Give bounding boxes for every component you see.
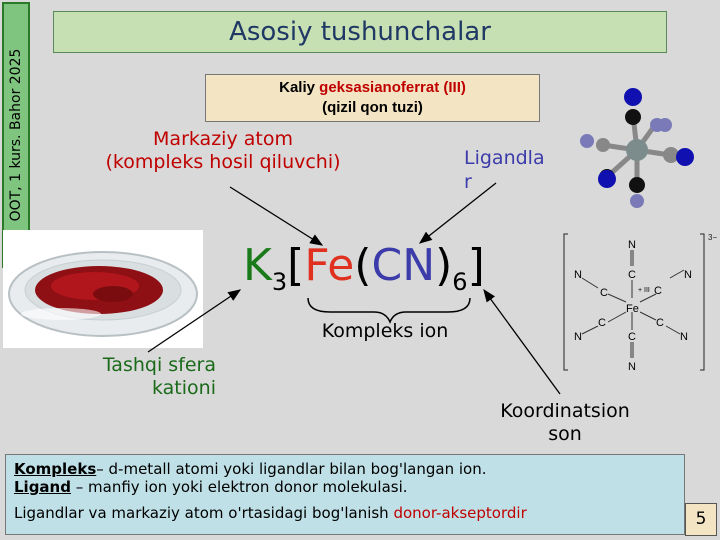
compound-name-box: Kaliy geksasianoferrat (III) (qizil qon … [205, 74, 540, 122]
atom-n-bottom: N [628, 361, 636, 373]
outer-sphere-label-line2: kationi [152, 377, 216, 399]
atom-n-lower-left: N [574, 331, 582, 343]
term-ligand: Ligand [14, 478, 71, 496]
compound-common-name: (qizil qon tuzi) [322, 99, 423, 116]
ligands-label-line1: Ligandla [464, 147, 545, 169]
complex-formula: K3[Fe(CN)6] [243, 238, 485, 310]
outer-sphere-label-line1: Tashqi sfera [102, 354, 216, 376]
ligands-label-line2: r [464, 171, 472, 193]
formula-paren-open: ( [354, 240, 372, 291]
formula-k: K [243, 240, 272, 291]
formula-bracket-open: [ [287, 240, 305, 291]
atom-n-top: N [628, 239, 636, 251]
salt-photo [3, 230, 203, 348]
term-complex: Kompleks [14, 460, 97, 478]
definition-bond-highlight: donor-akseptordir [393, 504, 527, 522]
ligands-label: Ligandla r [464, 146, 564, 194]
page-number: 5 [685, 503, 717, 536]
definition-complex: Kompleks– d-metall atomi yoki ligandlar … [14, 460, 676, 478]
slide-title: Asosiy tushunchalar [53, 11, 667, 53]
compound-name-highlight: geksasianoferrat (III) [319, 79, 466, 96]
atom-c-upper-right: C [654, 285, 662, 297]
formula-bracket-close: ] [467, 240, 485, 291]
definitions-box: Kompleks– d-metall atomi yoki ligandlar … [5, 454, 685, 535]
atom-c-upper-left: C [600, 287, 608, 299]
arrow-central-atom [229, 186, 324, 246]
outer-sphere-label: Tashqi sfera kationi [70, 354, 216, 400]
arrow-outer-sphere [147, 289, 242, 353]
definition-ligand-text: – manfiy ion yoki elektron donor molekul… [70, 478, 408, 496]
charge-label: 3− [708, 233, 717, 242]
atom-fe: Fe [626, 303, 639, 315]
formula-fe: Fe [304, 240, 355, 291]
definition-bond-text: Ligandlar va markaziy atom o'rtasidagi b… [14, 504, 394, 522]
central-atom-label: Markaziy atom (kompleks hosil qiluvchi) [88, 128, 358, 174]
compound-prefix: Kaliy [279, 79, 320, 96]
coordination-label-line2: son [548, 423, 582, 445]
oxidation-label: + III [638, 287, 650, 294]
atom-c-bottom: C [628, 331, 636, 343]
arrow-coordination [483, 288, 561, 395]
coordination-label-line1: Koordinatsion [500, 400, 630, 422]
coordination-number-label: Koordinatsion son [470, 400, 660, 446]
molecule-3d-model [580, 88, 694, 208]
definition-complex-text: – d-metall atomi yoki ligandlar bilan bo… [96, 460, 487, 478]
formula-paren-close: ) [435, 240, 453, 291]
formula-cn-subscript: 6 [452, 267, 468, 296]
atom-n-upper-left: N [574, 269, 582, 281]
central-atom-label-line2: (kompleks hosil qiluvchi) [105, 151, 341, 173]
definition-ligand: Ligand – manfiy ion yoki elektron donor … [14, 478, 676, 496]
atom-n-upper-right: N [684, 269, 692, 281]
side-label: OOT, 1 kurs. Bahor 2025 [2, 2, 30, 268]
atom-n-lower-right: N [680, 331, 688, 343]
atom-c-lower-left: C [598, 317, 606, 329]
structural-formula: 3− N C Fe + III N C N C C N C N C N [563, 233, 717, 373]
formula-cn: CN [371, 240, 436, 291]
complex-ion-label: Kompleks ion [321, 320, 449, 342]
complex-ion-brace [307, 297, 471, 325]
atom-c-top: C [628, 269, 636, 281]
atom-c-lower-right: C [656, 317, 664, 329]
definition-bond: Ligandlar va markaziy atom o'rtasidagi b… [14, 504, 676, 522]
central-atom-label-line1: Markaziy atom [153, 128, 293, 150]
formula-k-subscript: 3 [271, 267, 288, 296]
arrow-ligands [418, 182, 497, 244]
